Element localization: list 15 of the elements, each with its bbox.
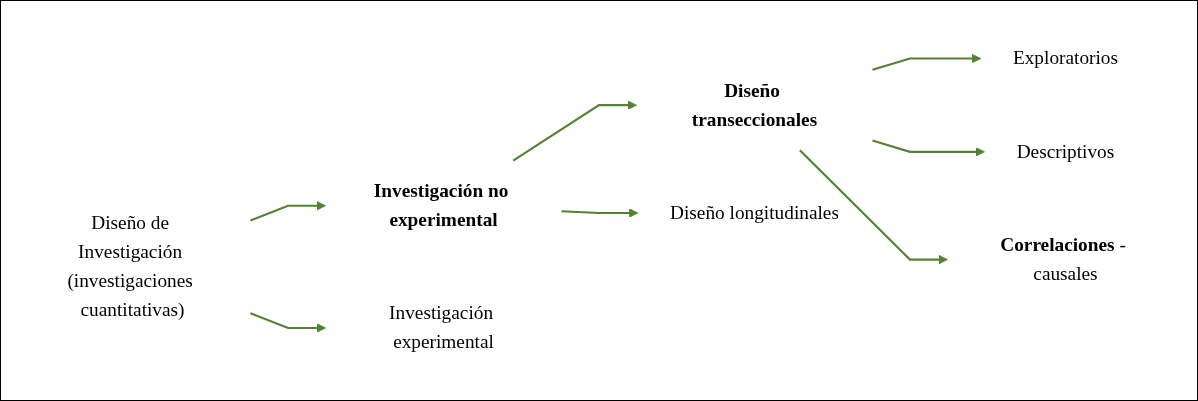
node-text: Descriptivos: [1016, 140, 1115, 163]
arrow: [512, 100, 637, 162]
arrow: [872, 139, 985, 157]
node-text: Investigación no experimental: [373, 179, 509, 231]
arrow: [561, 208, 639, 218]
node-text: Diseño transeccionales: [691, 79, 818, 130]
arrow: [250, 201, 326, 222]
node-text: Diseño longitudinales: [670, 201, 839, 224]
arrow: [872, 53, 982, 71]
node-text: Investigación experimental: [389, 302, 494, 353]
arrow: [250, 312, 326, 333]
arrow: [799, 149, 948, 265]
node-text: Diseño de Investigación (investigaciones cuantitativas): [67, 212, 193, 321]
node-text: Exploratorios: [1012, 47, 1118, 69]
node-text: Correlaciones - causales: [1000, 233, 1126, 285]
